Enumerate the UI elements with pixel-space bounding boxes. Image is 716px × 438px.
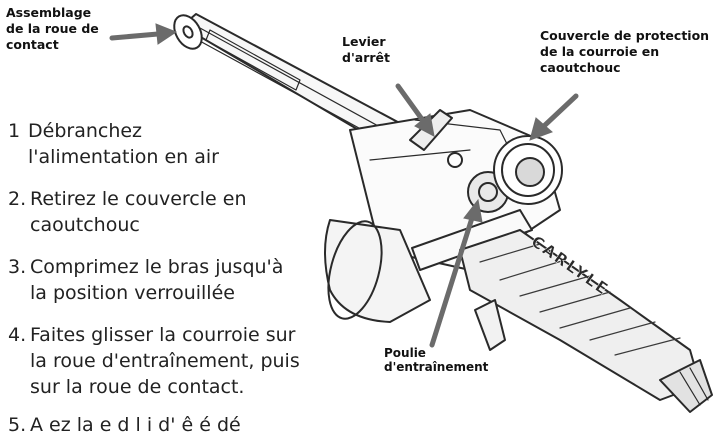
callout-line: contact bbox=[6, 37, 59, 52]
callout-line: Assemblage bbox=[6, 5, 92, 20]
callout-line: d'arrêt bbox=[342, 50, 390, 65]
callout-line: de la courroie en bbox=[540, 44, 660, 59]
contact-wheel bbox=[173, 14, 203, 50]
belt-sander-illustration: CARLYLE bbox=[109, 13, 713, 413]
callout-drive-pulley: Poulie d'entraînement bbox=[384, 346, 488, 374]
callout-rubber-cover: Couvercle de protection de la courroie e… bbox=[540, 28, 709, 76]
callout-line: d'entraînement bbox=[384, 360, 489, 374]
arrow-drive-pulley bbox=[429, 198, 483, 348]
arrow-lock-lever bbox=[395, 83, 435, 137]
arrow-rubber-cover bbox=[529, 93, 579, 141]
callout-line: de la roue de bbox=[6, 21, 99, 36]
callout-line: caoutchouc bbox=[540, 60, 621, 75]
callout-line: Levier bbox=[342, 34, 386, 49]
callout-line: Poulie bbox=[384, 346, 426, 360]
arrow-contact-wheel bbox=[109, 23, 178, 45]
motor-cylinder bbox=[324, 219, 431, 323]
callout-lock-lever: Levier d'arrêt bbox=[342, 34, 390, 66]
callout-contact-wheel: Assemblage de la roue de contact bbox=[6, 5, 99, 53]
callout-line: Couvercle de protection bbox=[540, 28, 710, 43]
